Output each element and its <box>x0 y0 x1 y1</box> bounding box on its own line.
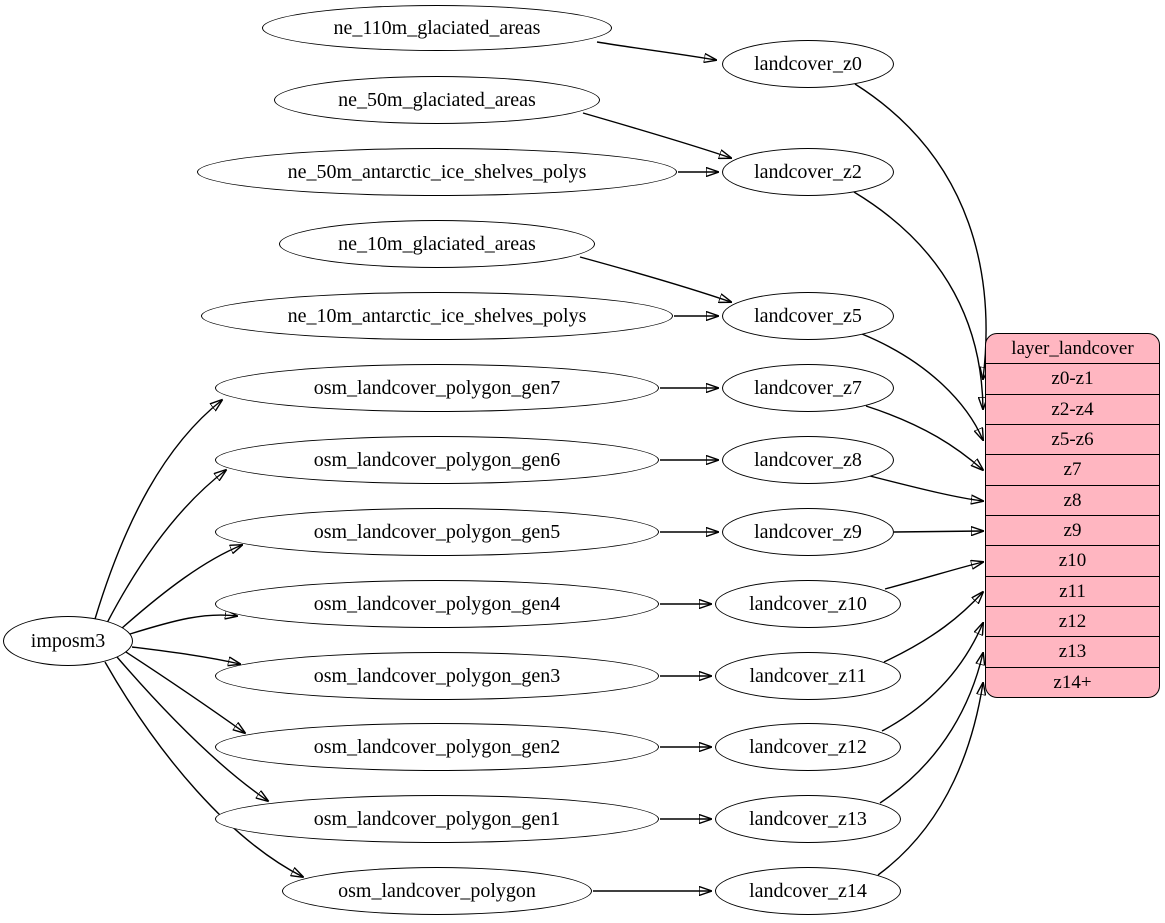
edge-z0-to-row-z0-z1 <box>854 83 986 379</box>
node-ne-10m-glaciated-areas: ne_10m_glaciated_areas <box>279 220 595 268</box>
record-title: layer_landcover <box>1011 338 1134 360</box>
node-label: landcover_z14 <box>749 880 867 902</box>
node-landcover-z9: landcover_z9 <box>722 508 894 556</box>
record-row-z10: z10 <box>986 545 1159 575</box>
node-landcover-z0: landcover_z0 <box>722 40 894 88</box>
node-label: landcover_z8 <box>754 449 862 471</box>
node-label: ne_10m_antarctic_ice_shelves_polys <box>287 305 587 327</box>
record-row-z0-z1: z0-z1 <box>986 363 1159 393</box>
node-landcover-z10: landcover_z10 <box>715 580 901 628</box>
node-ne-50m-antarctic-ice-shelves: ne_50m_antarctic_ice_shelves_polys <box>197 148 677 196</box>
node-label: osm_landcover_polygon_gen6 <box>313 449 561 471</box>
node-label: osm_landcover_polygon_gen1 <box>313 808 561 830</box>
edge-imposm3-to-gen1 <box>116 656 268 801</box>
record-layer-landcover: layer_landcover z0-z1 z2-z4 z5-z6 z7 z8 … <box>985 333 1160 698</box>
node-label: osm_landcover_polygon_gen3 <box>313 665 561 687</box>
edge-ne110m-to-z0 <box>596 41 716 60</box>
record-row-z5-z6: z5-z6 <box>986 423 1159 454</box>
node-osm-landcover-polygon-gen6: osm_landcover_polygon_gen6 <box>215 436 659 484</box>
edge-z14-to-row-z14 <box>877 683 983 876</box>
edge-ne10m-to-z5 <box>579 256 731 302</box>
node-ne-10m-antarctic-ice-shelves: ne_10m_antarctic_ice_shelves_polys <box>201 292 673 340</box>
node-osm-landcover-polygon-gen1: osm_landcover_polygon_gen1 <box>215 795 659 843</box>
node-landcover-z2: landcover_z2 <box>722 148 894 196</box>
record-row-z12: z12 <box>986 605 1159 636</box>
node-label: osm_landcover_polygon_gen2 <box>313 736 561 758</box>
node-label: landcover_z0 <box>754 53 862 75</box>
node-landcover-z5: landcover_z5 <box>722 292 894 340</box>
record-row-z8: z8 <box>986 484 1159 515</box>
node-label: landcover_z12 <box>749 736 867 758</box>
edge-imposm3-to-gen7 <box>94 400 222 620</box>
edge-z2-to-row-z2-z4 <box>853 191 983 409</box>
node-landcover-z11: landcover_z11 <box>715 652 901 700</box>
node-label: ne_50m_antarctic_ice_shelves_polys <box>287 161 587 183</box>
node-label: landcover_z10 <box>749 593 867 615</box>
edge-z13-to-row-z13 <box>879 653 983 804</box>
node-label: ne_10m_glaciated_areas <box>338 233 536 255</box>
node-osm-landcover-polygon-gen5: osm_landcover_polygon_gen5 <box>215 508 659 556</box>
record-row-z2-z4: z2-z4 <box>986 393 1159 424</box>
node-osm-landcover-polygon-gen4: osm_landcover_polygon_gen4 <box>215 580 659 628</box>
node-label: landcover_z2 <box>754 161 862 183</box>
node-label: imposm3 <box>30 630 106 652</box>
record-row-z7: z7 <box>986 454 1159 484</box>
node-osm-landcover-polygon-gen3: osm_landcover_polygon_gen3 <box>215 652 659 700</box>
node-landcover-z13: landcover_z13 <box>715 795 901 843</box>
record-row-z13: z13 <box>986 636 1159 666</box>
node-osm-landcover-polygon: osm_landcover_polygon <box>282 867 592 915</box>
node-landcover-z7: landcover_z7 <box>722 364 894 412</box>
node-osm-landcover-polygon-gen7: osm_landcover_polygon_gen7 <box>215 364 659 412</box>
edge-z5-to-row-z5-z6 <box>861 333 983 440</box>
edge-z9-to-row-z9 <box>893 531 983 532</box>
node-label: landcover_z11 <box>749 665 867 687</box>
node-label: landcover_z5 <box>754 305 862 327</box>
record-row-z11: z11 <box>986 575 1159 606</box>
edge-imposm3-to-gen4 <box>129 615 237 635</box>
node-landcover-z14: landcover_z14 <box>715 867 901 915</box>
node-label: ne_50m_glaciated_areas <box>338 89 536 111</box>
node-label: landcover_z9 <box>754 521 862 543</box>
node-ne-50m-glaciated-areas: ne_50m_glaciated_areas <box>274 76 600 124</box>
node-label: osm_landcover_polygon <box>338 880 536 902</box>
edge-imposm3-to-gen6 <box>106 470 226 624</box>
node-imposm3: imposm3 <box>3 616 133 666</box>
edge-ne50m-to-z2 <box>582 112 731 158</box>
edge-z8-to-row-z8 <box>869 475 983 501</box>
node-label: osm_landcover_polygon_gen5 <box>313 521 561 543</box>
node-label: landcover_z13 <box>749 808 867 830</box>
edge-imposm3-to-gen5 <box>120 545 242 630</box>
node-label: ne_110m_glaciated_areas <box>333 17 541 39</box>
node-landcover-z8: landcover_z8 <box>722 436 894 484</box>
edge-imposm3-to-gen3 <box>131 646 240 664</box>
node-label: landcover_z7 <box>754 377 862 399</box>
edge-imposm3-to-gen2 <box>125 651 245 733</box>
node-ne-110m-glaciated-areas: ne_110m_glaciated_areas <box>262 5 612 51</box>
edge-z10-to-row-z10 <box>884 562 983 590</box>
node-osm-landcover-polygon-gen2: osm_landcover_polygon_gen2 <box>215 723 659 771</box>
record-row-z9: z9 <box>986 514 1159 545</box>
record-row-z14plus: z14+ <box>986 666 1159 697</box>
node-label: osm_landcover_polygon_gen7 <box>313 377 561 399</box>
edge-z12-to-row-z12 <box>881 623 983 732</box>
edge-z7-to-row-z7 <box>865 405 983 470</box>
edge-z11-to-row-z11 <box>883 592 983 663</box>
node-label: osm_landcover_polygon_gen4 <box>313 593 561 615</box>
edge-imposm3-to-polygon <box>104 661 303 877</box>
node-landcover-z12: landcover_z12 <box>715 723 901 771</box>
